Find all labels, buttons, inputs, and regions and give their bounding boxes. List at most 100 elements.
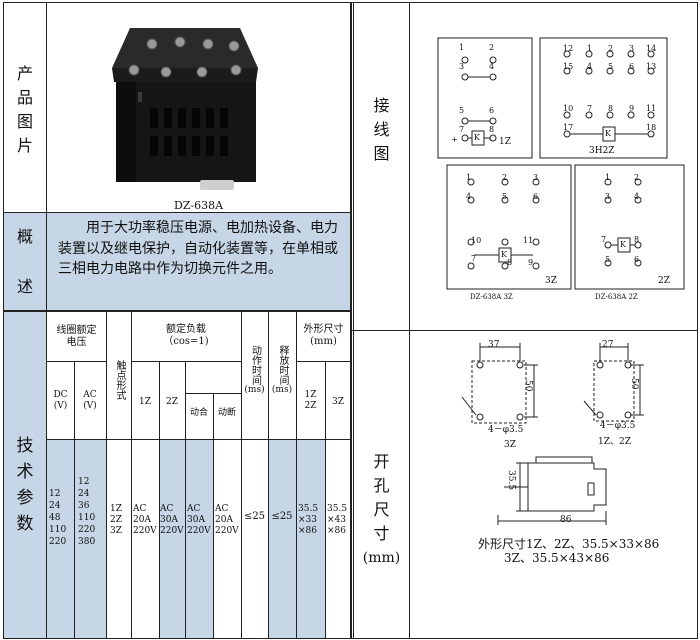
wiring-num: 1 (587, 44, 593, 53)
wiring-diagrams (437, 37, 685, 290)
cutout-3z-width: 37 (488, 340, 500, 350)
wiring-num: 6 (634, 255, 640, 264)
wiring-caption-3z: DZ-638A 3Z (470, 293, 513, 301)
cutout-note-2: 3Z、35.5×43×86 (504, 551, 610, 565)
product-label-char: 品 (16, 88, 33, 107)
dim1-col-bg (296, 439, 325, 638)
cutout-side-height: 35.5 (506, 470, 516, 491)
overview-label-char: 概 (16, 226, 33, 246)
header-load-1z: 1Z (139, 396, 151, 407)
header-operate-time: 动作时间 (ms) (244, 344, 265, 395)
wiring-num: 6 (629, 62, 635, 71)
product-label: 产 品 图 片 (4, 40, 46, 180)
specs-label-char: 技 (16, 436, 34, 456)
header-coil-voltage: 线圈额定电压 (56, 325, 97, 348)
cutout-label-char: 尺 (373, 500, 390, 519)
wiring-num: 7 (459, 125, 465, 134)
specs-label-char: 数 (16, 514, 34, 534)
values-operate: ≤25 (243, 511, 266, 522)
dc-col-bg (47, 439, 74, 638)
header-make: 动合 (189, 407, 208, 418)
wiring-num: 2 (502, 173, 508, 182)
wiring-num: 8 (608, 104, 614, 113)
wiring-num: 1 (466, 173, 472, 182)
cutout-12z-height: 50 (629, 378, 639, 390)
wiring-num: 4 (634, 192, 640, 201)
wiring-coil-2: K (605, 129, 611, 138)
wiring-num: 7 (587, 104, 593, 113)
header-break: 动断 (217, 407, 236, 418)
product-label-char: 片 (16, 136, 33, 155)
cutout-label-char: 孔 (373, 476, 390, 495)
cutout-diagrams (461, 343, 644, 525)
wiring-num: 14 (646, 44, 657, 53)
wiring-label-char: 线 (373, 120, 390, 139)
values-release: ≤25 (271, 511, 293, 522)
wiring-coil-4: K (620, 240, 626, 249)
wiring-num: 18 (646, 123, 657, 132)
wiring-label-char: 接 (373, 96, 390, 115)
wiring-num: 9 (528, 258, 534, 267)
cutout-side-width: 86 (560, 515, 572, 525)
wiring-num: 5 (502, 192, 508, 201)
header-load-2z: 2Z (166, 396, 178, 407)
wiring-num: 8 (489, 125, 495, 134)
overview-text: 用于大功率稳压电源、电加热设备、电力装置以及继电保护，自动化装置等，在单相或三相… (58, 220, 338, 277)
cutout-12z-holes: 4－φ3.5 (600, 421, 636, 431)
wiring-num: 7 (601, 235, 607, 244)
wiring-num: 2 (634, 173, 640, 182)
wiring-num: 2 (608, 44, 614, 53)
wiring-num: 6 (533, 192, 539, 201)
cutout-label-char: 寸 (373, 524, 390, 543)
cutout-note-1: 外形尺寸1Z、2Z、35.5×33×86 (478, 537, 660, 551)
wiring-coil-3: K (501, 250, 507, 259)
wiring-num: 5 (605, 255, 611, 264)
cutout-12z-width: 27 (602, 340, 614, 350)
wiring-num: 11 (523, 236, 534, 245)
product-model: DZ-638A (173, 198, 224, 212)
wiring-num: 4 (587, 62, 593, 71)
wiring-plus: + (451, 135, 458, 144)
cutout-3z-tag: 3Z (504, 440, 516, 450)
wiring-coil-1: K (474, 133, 480, 142)
wiring-num: 2 (489, 43, 495, 52)
values-dim-3z: 35.5×43×86 (327, 504, 348, 536)
wiring-num: 10 (471, 236, 482, 245)
relay-photo (110, 8, 260, 198)
wiring-num: 3 (533, 173, 539, 182)
product-label-char: 产 (16, 64, 33, 83)
make-col-bg (185, 439, 213, 638)
overview-label-char: 述 (16, 276, 33, 296)
header-contact-form: 触点形式 (114, 360, 125, 400)
wiring-2z-tag: 2Z (658, 276, 670, 286)
specs-label: 技 术 参 数 (4, 430, 46, 540)
wiring-label-char: 图 (373, 144, 390, 163)
wiring-caption-2z: DZ-638A 2Z (595, 293, 638, 301)
wiring-num: 10 (563, 104, 574, 113)
wiring-num: 1 (459, 43, 465, 52)
wiring-num: 8 (634, 235, 640, 244)
wiring-num: 3 (605, 192, 611, 201)
cutout-3z-holes: 4－φ3.5 (488, 425, 524, 435)
header-dim-3z: 3Z (332, 396, 344, 407)
release-col-bg (268, 439, 296, 638)
wiring-num: 8 (507, 258, 513, 267)
wiring-num: 4 (466, 192, 472, 201)
values-dim-1z2z: 35.5×33×86 (298, 504, 319, 536)
wiring-num: 11 (646, 104, 657, 113)
wiring-num: 4 (489, 62, 495, 71)
overview-text-bg (47, 213, 351, 310)
specs-label-bg (4, 312, 47, 638)
wiring-num: 7 (471, 254, 477, 263)
wiring-num: 5 (608, 62, 614, 71)
wiring-num: 3 (459, 62, 465, 71)
header-dc: DC(V) (53, 390, 68, 411)
cutout-3z-height: 50 (523, 380, 533, 392)
